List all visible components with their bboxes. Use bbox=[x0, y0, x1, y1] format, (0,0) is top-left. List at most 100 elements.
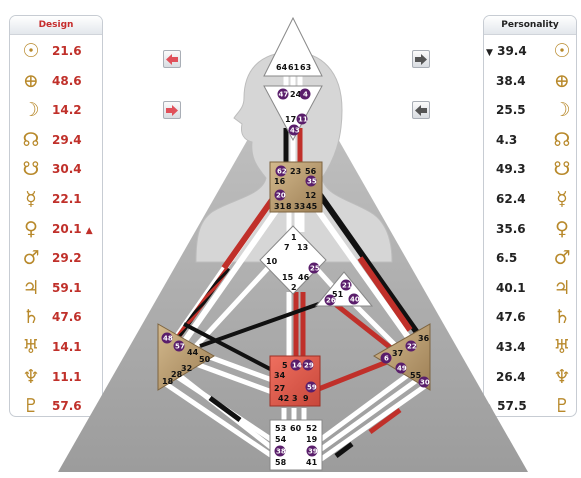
gate-label: 47 bbox=[279, 91, 289, 99]
gate-label: 19 bbox=[306, 435, 318, 444]
planet-value: 22.1 bbox=[52, 188, 82, 210]
gate-label: 40 bbox=[350, 296, 360, 304]
planet-value: 57.6 bbox=[52, 395, 82, 416]
sun-icon: ☉ bbox=[22, 40, 40, 62]
planet-value: ▼ 39.4 bbox=[486, 40, 527, 62]
gate-label: 20 bbox=[276, 192, 286, 200]
gate-line-value: 57.5 bbox=[497, 399, 527, 414]
planet-row: ☋49.3 bbox=[484, 158, 576, 180]
arrow-right-icon bbox=[166, 105, 178, 116]
spleen-center: 48 57 44 50 32 28 18 bbox=[157, 323, 215, 391]
gate-label: 49 bbox=[397, 365, 407, 373]
design-title: Design bbox=[10, 16, 102, 35]
planet-row: ♇▲ 57.5 bbox=[484, 395, 576, 416]
planet-value: 40.1 bbox=[496, 277, 526, 299]
planet-value: 6.5 bbox=[496, 247, 517, 269]
design-prev-button[interactable] bbox=[163, 50, 181, 68]
saturn-icon: ♄ bbox=[553, 306, 571, 329]
mars-icon: ♂ bbox=[22, 247, 40, 270]
design-next-button[interactable] bbox=[163, 101, 181, 119]
north-node-icon: ☊ bbox=[22, 128, 40, 151]
channel-heart-solar-plexus bbox=[328, 298, 398, 354]
planet-value: 35.6 bbox=[496, 218, 526, 240]
gate-line-value: 48.6 bbox=[52, 73, 82, 88]
head-center: 64 61 63 bbox=[263, 16, 323, 77]
gate-label: 5 bbox=[282, 361, 288, 370]
root-center: 53 60 52 54 19 38 39 58 41 bbox=[269, 419, 323, 471]
planet-value: 29.4 bbox=[52, 129, 82, 151]
gate-line-value: 6.5 bbox=[496, 251, 518, 266]
channels bbox=[158, 76, 430, 463]
gate-line-value: 26.4 bbox=[496, 369, 526, 384]
moon-icon: ☽ bbox=[22, 99, 40, 122]
gate-line-value: 49.3 bbox=[496, 162, 526, 177]
gate-line-value: 39.4 bbox=[497, 44, 527, 58]
gate-label: 2 bbox=[291, 283, 297, 292]
gate-label: 62 bbox=[277, 168, 287, 176]
moon-icon: ☽ bbox=[553, 99, 571, 122]
gate-label: 39 bbox=[308, 448, 318, 456]
channel-throat-g bbox=[286, 210, 305, 232]
mars-icon: ♂ bbox=[553, 247, 571, 270]
gate-label: 33 bbox=[294, 202, 305, 211]
personality-prev-button[interactable] bbox=[412, 101, 430, 119]
gate-line-value: 30.4 bbox=[52, 162, 82, 177]
sacral-center: 5 14 29 34 59 27 42 3 9 bbox=[269, 355, 321, 407]
planet-row: ☋ 30.4 bbox=[10, 158, 102, 180]
personality-next-button[interactable] bbox=[412, 50, 430, 68]
planet-value: 14.2 bbox=[52, 99, 82, 121]
gate-line-value: 4.3 bbox=[496, 132, 518, 147]
earth-icon: ⊕ bbox=[23, 69, 39, 92]
channel-sacral-solar-plexus bbox=[315, 357, 393, 393]
gate-label: 3 bbox=[292, 394, 298, 403]
gate-label: 4 bbox=[303, 91, 308, 99]
arrow-left-icon bbox=[166, 54, 178, 65]
uranus-icon: ♅ bbox=[22, 336, 40, 358]
planet-value: 26.4 bbox=[496, 366, 526, 388]
planet-row: ☉▼ 39.4 bbox=[484, 40, 576, 62]
planet-row: ☿62.4 bbox=[484, 188, 576, 210]
channel-root-solar-plexus bbox=[318, 369, 430, 463]
north-node-icon: ☊ bbox=[553, 128, 571, 151]
gate-label: 41 bbox=[306, 458, 318, 467]
planet-row: ♄47.6 bbox=[484, 306, 576, 328]
planet-row: ♅43.4 bbox=[484, 336, 576, 358]
south-node-icon: ☋ bbox=[22, 158, 40, 181]
venus-icon: ♀ bbox=[555, 217, 569, 240]
gate-label: 24 bbox=[290, 90, 302, 99]
gate-line-value: 29.2 bbox=[52, 251, 82, 266]
pluto-icon: ♇ bbox=[22, 395, 40, 417]
planet-row: ⊕ 48.6 bbox=[10, 70, 102, 92]
gate-label: 37 bbox=[392, 349, 403, 358]
gate-label: 50 bbox=[199, 355, 211, 364]
mercury-icon: ☿ bbox=[25, 188, 37, 210]
channel-g-sacral bbox=[286, 292, 306, 358]
gate-label: 10 bbox=[266, 257, 278, 266]
gate-label: 11 bbox=[298, 116, 308, 124]
gate-label: 31 bbox=[274, 202, 286, 211]
saturn-icon: ♄ bbox=[22, 306, 40, 329]
planet-row: ♂ 29.2 bbox=[10, 247, 102, 269]
channel-throat-spleen bbox=[173, 198, 283, 344]
planet-value: 11.1 bbox=[52, 366, 82, 388]
gate-label: 7 bbox=[284, 243, 290, 252]
planet-value: 59.1 bbox=[52, 277, 82, 299]
planet-row: ☊ 4.3 bbox=[484, 129, 576, 151]
heart-center: 21 51 26 40 bbox=[314, 271, 374, 307]
gate-label: 34 bbox=[274, 371, 286, 380]
planet-row: ☿ 22.1 bbox=[10, 188, 102, 210]
gate-line-value: 38.4 bbox=[496, 73, 526, 88]
exaltation-mark: ▼ bbox=[486, 48, 493, 58]
planet-value: 4.3 bbox=[496, 129, 517, 151]
exaltation-mark: ▲ bbox=[85, 225, 93, 236]
mercury-icon: ☿ bbox=[556, 188, 568, 210]
gate-line-value: 11.1 bbox=[52, 369, 82, 384]
gate-label: 38 bbox=[276, 448, 286, 456]
throat-center: 62 23 56 16 35 20 12 31 8 33 45 bbox=[269, 161, 323, 213]
jupiter-icon: ♃ bbox=[22, 276, 40, 299]
gate-line-value: 40.1 bbox=[496, 280, 526, 295]
planet-value: 25.5 bbox=[496, 99, 526, 121]
gate-line-value: 43.4 bbox=[496, 340, 526, 354]
gate-line-value: 35.6 bbox=[496, 221, 526, 236]
